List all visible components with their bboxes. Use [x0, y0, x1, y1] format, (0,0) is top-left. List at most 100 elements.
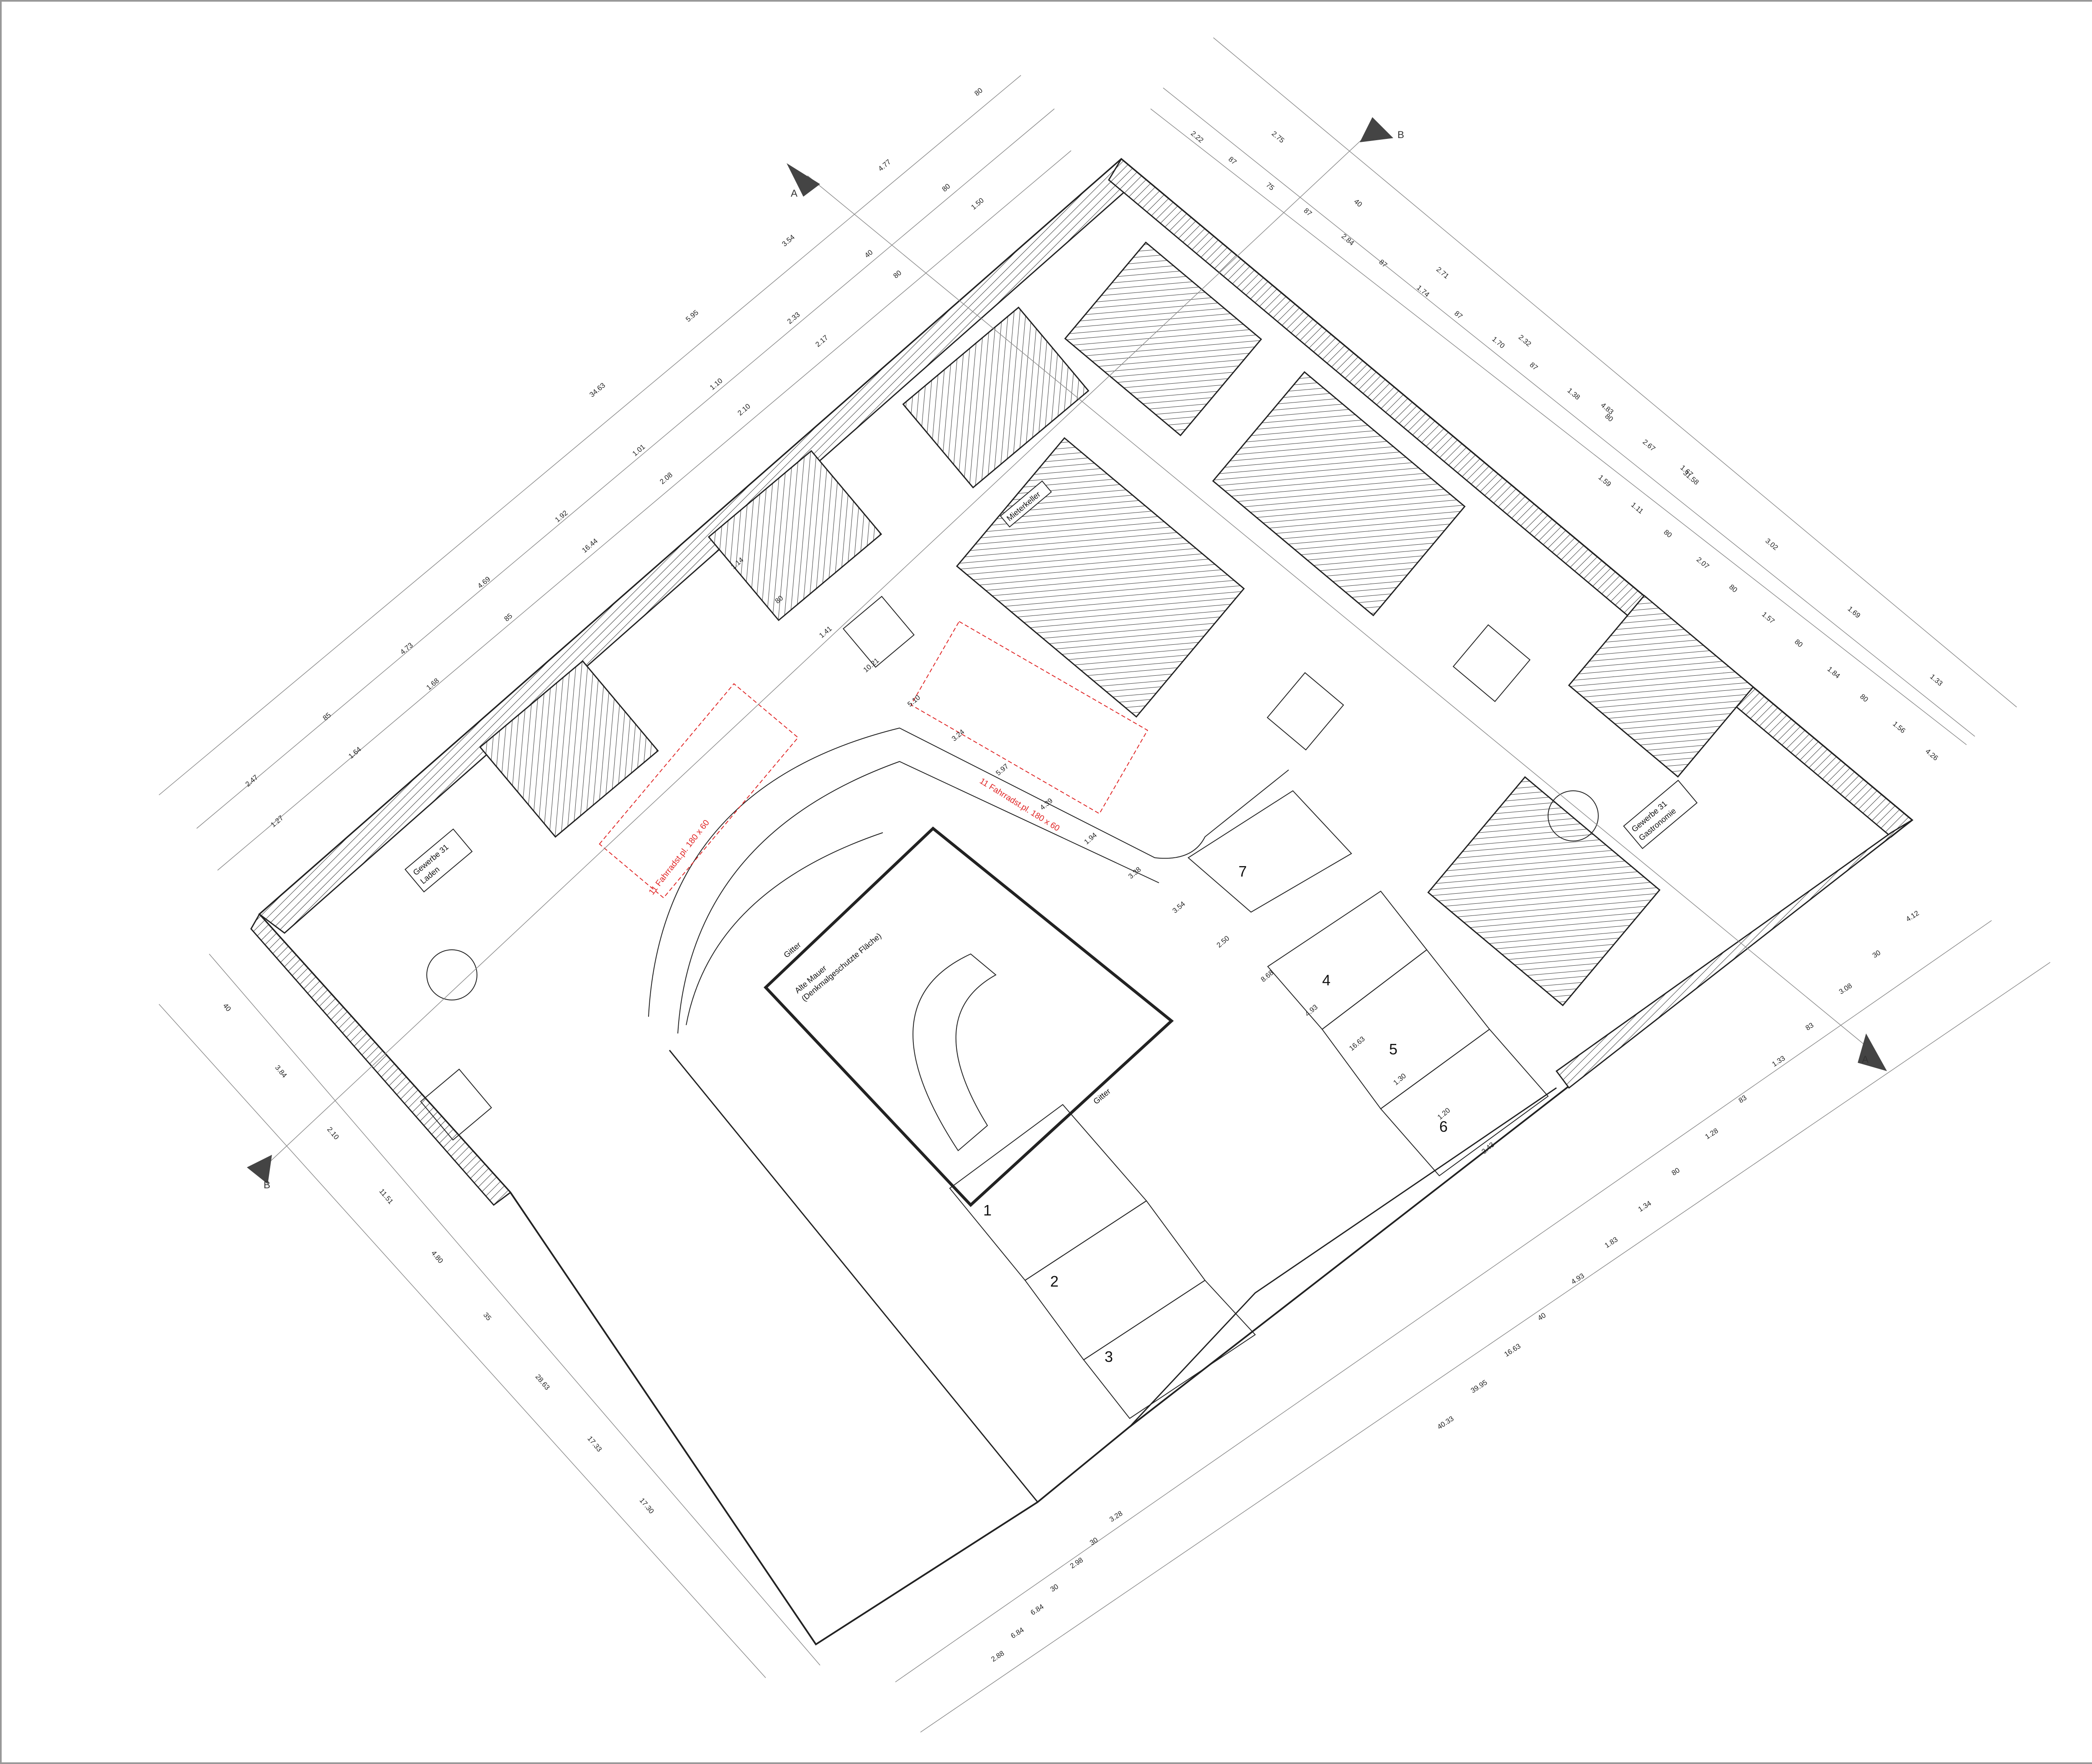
parking-number-2: 2: [1050, 1273, 1059, 1290]
dimension-label: 1.30: [1392, 1072, 1407, 1087]
dimension-label: 80: [1603, 412, 1615, 423]
dimension-label: 30: [1871, 949, 1882, 959]
dimension-label: 40: [221, 1002, 233, 1013]
dimension-label: 2.75: [1270, 130, 1286, 145]
dimension-label: 3.84: [274, 1064, 289, 1079]
dimension-label: 4.73: [399, 641, 415, 656]
parking-number-7: 7: [1238, 863, 1247, 880]
dimension-label: 1.69: [1846, 605, 1862, 620]
dimension-label: 5.95: [684, 308, 700, 323]
bicycle-parking: [599, 621, 1149, 899]
interior-walls: [479, 241, 1754, 1006]
dimension-label: 87: [1528, 361, 1539, 372]
dimension-label: 1.27: [269, 814, 285, 829]
label-alte-mauer: Alte Mauer (Denkmalgeschutzte Fläche): [793, 931, 883, 1003]
dimension-lines: [159, 37, 2051, 1733]
dimension-label: 34.63: [588, 381, 607, 399]
dimension-label: 85: [502, 612, 514, 623]
dimension-label: 2.71: [1435, 265, 1451, 280]
dimension-label: 3.08: [1838, 982, 1854, 996]
label-box-laden: [404, 828, 473, 892]
dimension-label: 1.34: [1637, 1199, 1653, 1213]
dimension-label: 40: [863, 248, 874, 259]
dimension-label: 1.70: [1490, 335, 1506, 350]
room-north-2: [902, 306, 1090, 489]
dimension-label: 30: [1088, 1536, 1099, 1547]
section-marker-a-bottom: A: [1862, 1054, 1869, 1065]
dim-line-se-mid: [920, 962, 2051, 1733]
dimension-label: 83: [1804, 1021, 1815, 1032]
section-arrow-b-top: [1360, 117, 1393, 142]
dimension-label: 87: [1453, 309, 1464, 320]
label-gewerbe-laden: Gewerbe 31 Laden: [404, 828, 473, 892]
dimension-label: 1.33: [1928, 672, 1944, 687]
dimension-label: 2.22: [1189, 129, 1205, 144]
dim-line-sw-inner: [209, 954, 820, 1666]
bike-area-2: [599, 683, 799, 899]
section-marker-a-top: A: [791, 188, 797, 199]
wall-southwest: [250, 913, 512, 1206]
dimension-label: 80: [892, 269, 903, 280]
dimension-label: 2.98: [1069, 1556, 1084, 1570]
dim-line-ne-inner: [1150, 108, 1967, 745]
dimension-label: 1.28: [1704, 1127, 1720, 1141]
dimension-label: 6.84: [1029, 1602, 1045, 1617]
dimension-label: 3.24: [950, 728, 966, 743]
section-line-a: [807, 175, 1866, 1046]
dimension-label: 17.33: [586, 1435, 603, 1454]
room-east-1: [1568, 595, 1754, 778]
dimension-label: 2.08: [658, 471, 674, 486]
dimension-label: 40: [1352, 197, 1364, 209]
dimension-label: 40.33: [1436, 1415, 1455, 1431]
dimension-label: 2.32: [1517, 333, 1533, 348]
dimension-label: 2.10: [326, 1126, 341, 1141]
room-northeast-1: [1212, 371, 1466, 617]
parking-bays: [949, 790, 1549, 1419]
dimension-label: 1.10: [708, 377, 724, 392]
dimension-label: 2.10: [736, 402, 752, 417]
courtyard-drive: [648, 727, 1289, 1034]
bike-area-1: [910, 621, 1149, 814]
staircases: [420, 596, 1599, 1141]
dim-line-se-outer: [895, 920, 1992, 1682]
dimension-label: 4.12: [1905, 909, 1920, 923]
dimension-label: 2.50: [1215, 934, 1231, 949]
wall-northeast: [1108, 158, 1913, 838]
dimension-label: 3.28: [1108, 1509, 1124, 1523]
dimension-label: 4.39: [1038, 797, 1054, 812]
dimension-label: 3.02: [1764, 537, 1780, 552]
dimension-label: 1.64: [347, 745, 363, 760]
dimension-label: 87: [1227, 155, 1238, 167]
parking-number-3: 3: [1105, 1348, 1113, 1365]
dimension-label: 16.44: [580, 537, 599, 554]
dimension-label: 6.84: [1010, 1626, 1025, 1640]
parking-bay-6: [1380, 1028, 1549, 1177]
parking-bay-5: [1321, 949, 1490, 1110]
dimension-label: 17.30: [638, 1496, 656, 1515]
dimension-label: 80: [1670, 1166, 1681, 1177]
parking-number-1: 1: [983, 1202, 992, 1219]
dimension-label: 80: [1793, 638, 1805, 649]
dimension-label: 1.83: [1603, 1236, 1619, 1250]
dimension-label: 87: [1377, 258, 1389, 269]
dimension-label: 1.94: [1083, 831, 1099, 846]
dimension-label: 80: [1859, 692, 1870, 704]
dimension-label: 3.38: [1127, 865, 1143, 880]
dimension-label: 4.77: [877, 158, 892, 173]
wall-east: [1555, 819, 1913, 1089]
room-north-1: [1064, 241, 1262, 436]
dimension-label: 16.63: [1503, 1342, 1522, 1359]
room-northwest-1: [708, 450, 882, 621]
dimension-label: 80: [941, 182, 952, 193]
dimension-label: 80: [1728, 583, 1739, 594]
boundary-southwest: [510, 1192, 1038, 1646]
dimension-label: 1.84: [1826, 665, 1842, 680]
dimension-label: 1.11: [1630, 501, 1645, 515]
room-east-2: [1427, 776, 1661, 1006]
dimension-label: 4.80: [430, 1249, 445, 1265]
label-box-gastro: [1623, 779, 1698, 849]
dimension-label: 1.68: [425, 677, 441, 692]
